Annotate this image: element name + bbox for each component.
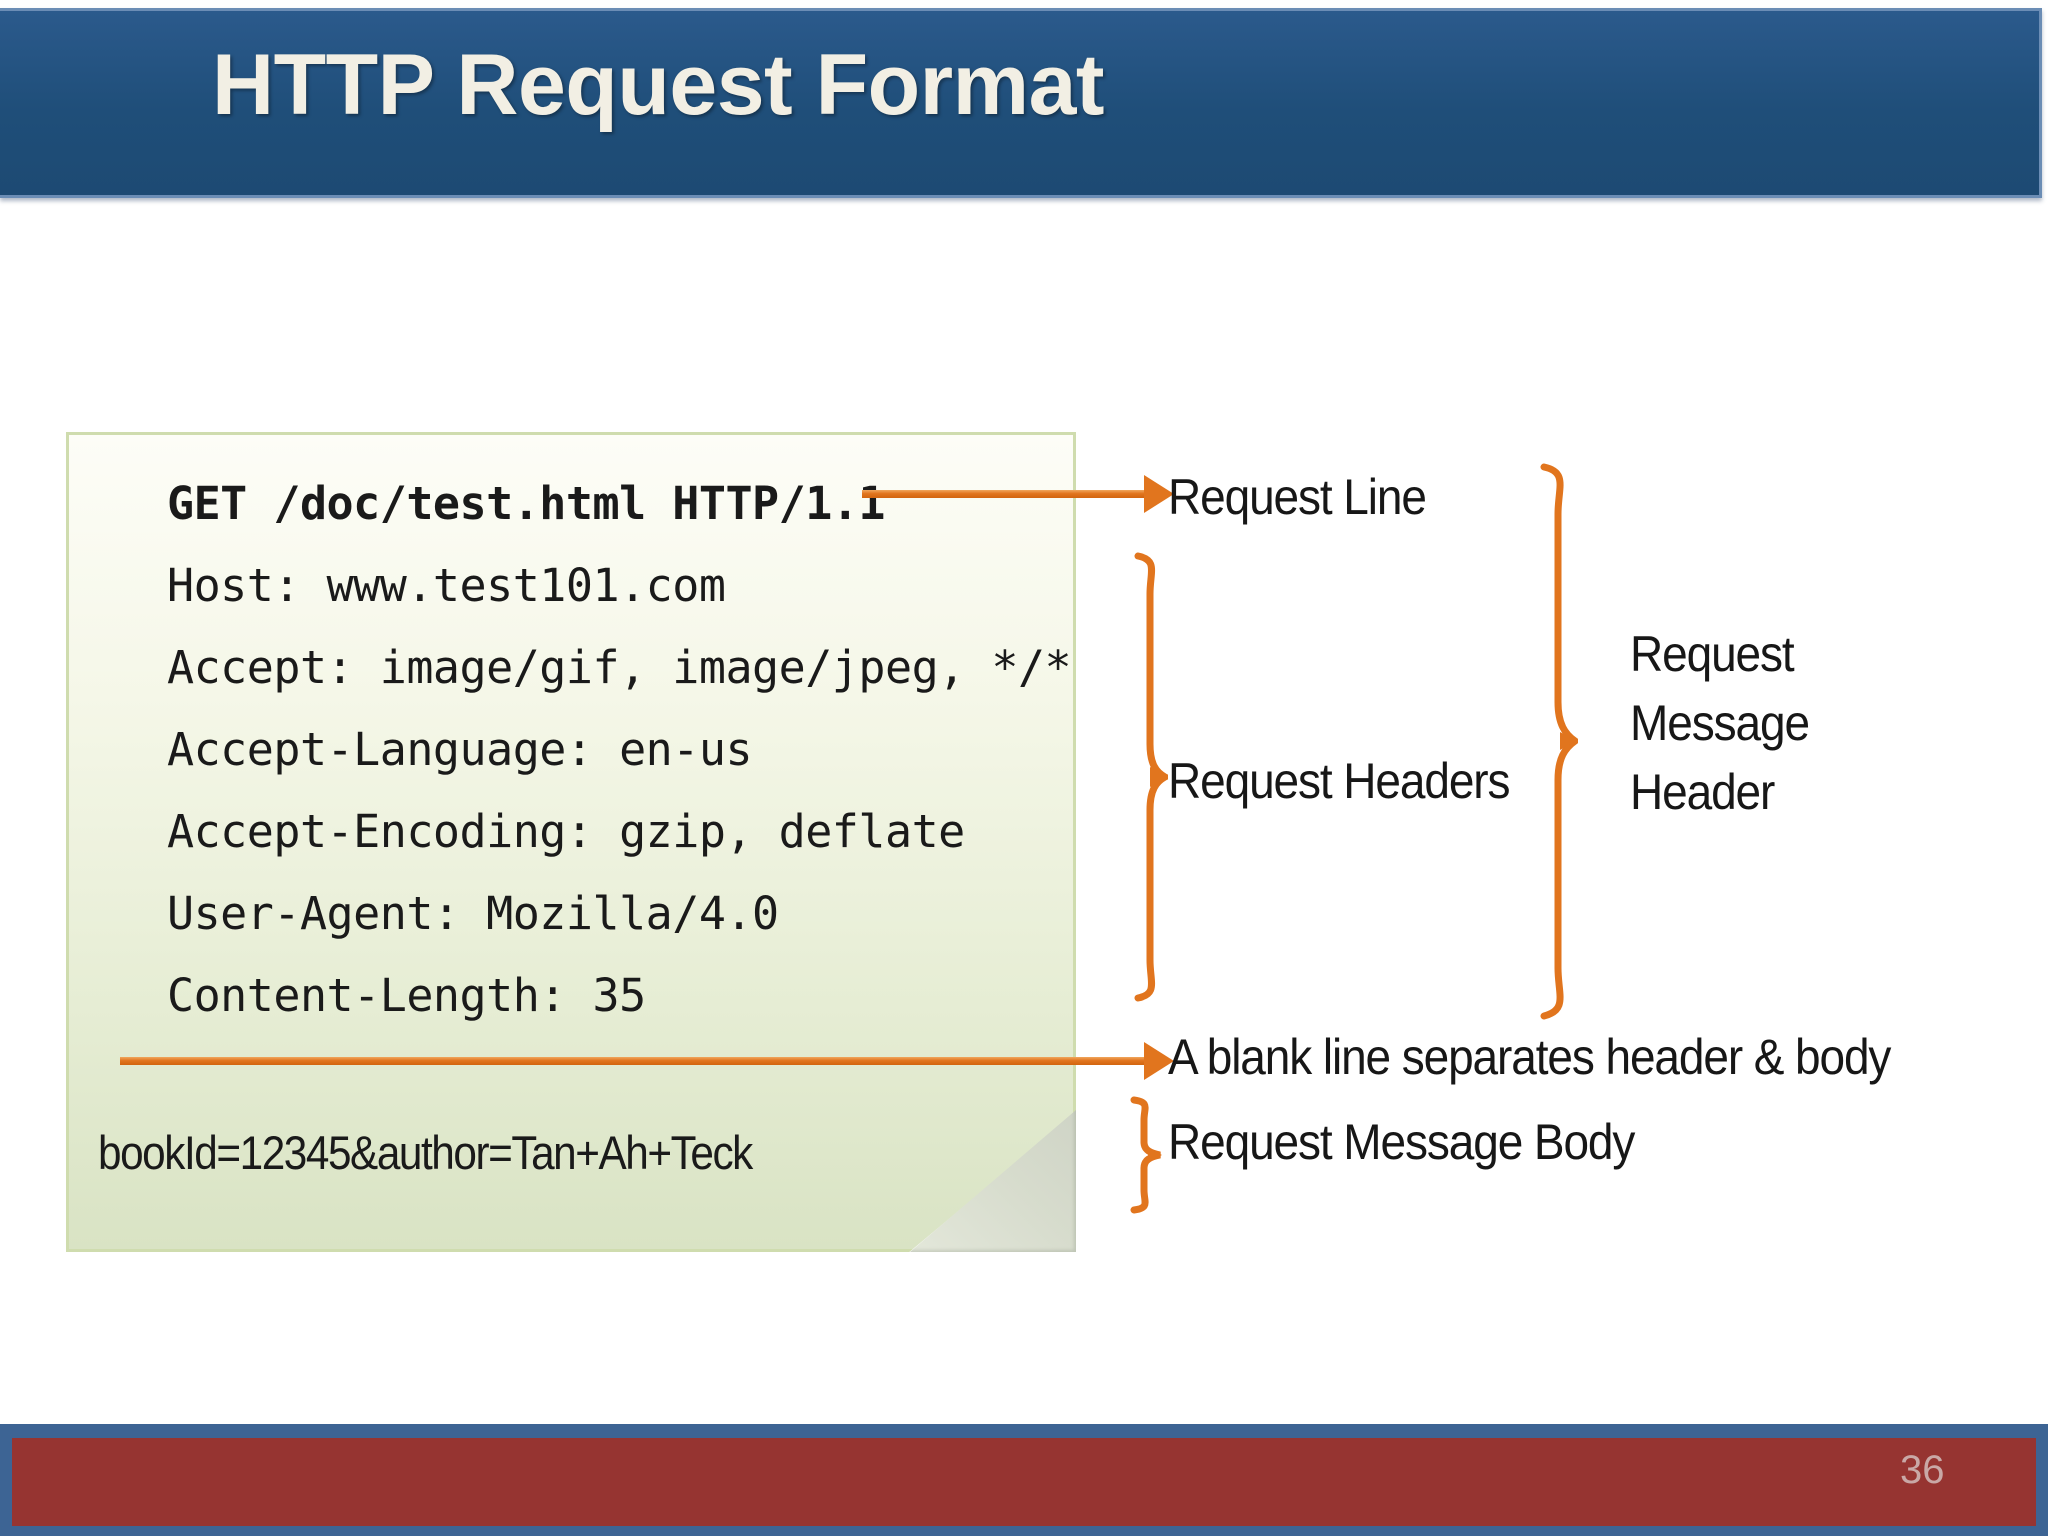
page-number: 36 bbox=[1900, 1448, 1945, 1492]
footer-bar bbox=[0, 1438, 2048, 1526]
code-line-request-line: GET /doc/test.html HTTP/1.1 bbox=[167, 477, 886, 530]
footer-top-strip bbox=[0, 1424, 2048, 1438]
code-line-accept: Accept: image/gif, image/jpeg, */* bbox=[167, 641, 1072, 694]
blank-line-arrow-head-icon bbox=[1144, 1042, 1174, 1080]
footer-bottom-strip bbox=[0, 1526, 2048, 1536]
annotation-rmh-line1: Request bbox=[1630, 626, 1795, 682]
page-title: HTTP Request Format bbox=[212, 37, 1105, 133]
request-line-arrow-shaft bbox=[862, 490, 1144, 498]
code-line-user-agent: User-Agent: Mozilla/4.0 bbox=[167, 887, 779, 940]
http-request-note-card: GET /doc/test.html HTTP/1.1 Host: www.te… bbox=[66, 432, 1076, 1252]
annotation-request-headers: Request Headers bbox=[1168, 753, 1511, 809]
request-message-header-brace bbox=[1540, 463, 1578, 1020]
blank-line-separator-rule bbox=[120, 1057, 1144, 1065]
code-line-content-length: Content-Length: 35 bbox=[167, 969, 646, 1022]
code-line-accept-encoding: Accept-Encoding: gzip, deflate bbox=[167, 805, 965, 858]
code-line-host: Host: www.test101.com bbox=[167, 559, 726, 612]
annotation-blank-line: A blank line separates header & body bbox=[1168, 1029, 1891, 1085]
request-message-body-brace bbox=[1130, 1096, 1162, 1214]
annotation-request-message-body: Request Message Body bbox=[1168, 1114, 1635, 1170]
code-line-message-body: bookId=12345&author=Tan+Ah+Teck bbox=[98, 1126, 753, 1179]
request-headers-brace bbox=[1134, 552, 1168, 1002]
slide-title-bar bbox=[0, 8, 2042, 198]
code-line-accept-language: Accept-Language: en-us bbox=[167, 723, 753, 776]
annotation-request-message-header: Request Message Header bbox=[1630, 620, 1810, 827]
annotation-rmh-line2: Message bbox=[1630, 695, 1810, 751]
annotation-request-line: Request Line bbox=[1168, 469, 1427, 525]
request-line-arrow-head-icon bbox=[1144, 475, 1174, 513]
annotation-rmh-line3: Header bbox=[1630, 764, 1775, 820]
